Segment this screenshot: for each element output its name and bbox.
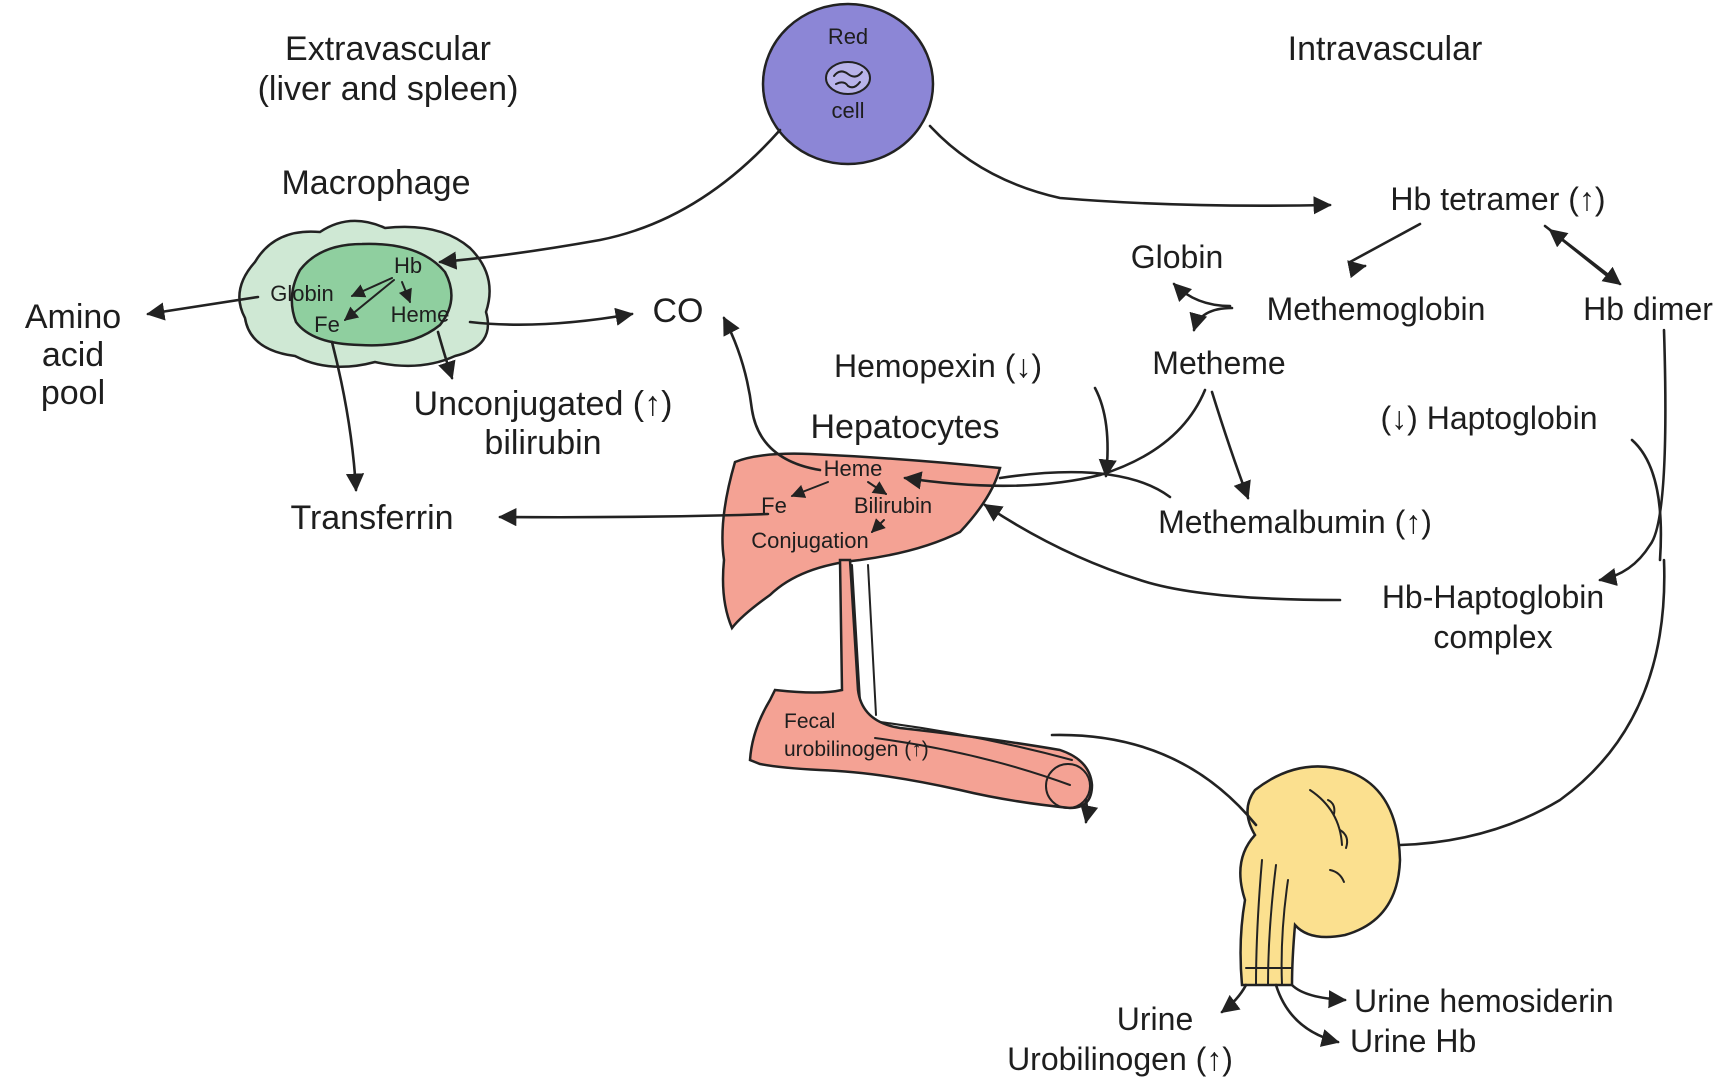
arrow-methemoglobin-globin: [1174, 284, 1230, 306]
hepatocytes-heme: Heme: [824, 456, 883, 481]
extravascular-label: Extravascular: [285, 30, 491, 68]
hepatocytes-title: Hepatocytes: [811, 408, 1000, 446]
unconjugated-bilirubin-2: bilirubin: [484, 424, 601, 462]
hb-tetramer-label: Hb tetramer (↑): [1390, 181, 1605, 217]
arrow-haptoglobin-complex: [1632, 440, 1661, 560]
hb-haptoglobin-complex-1: Hb-Haptoglobin: [1382, 579, 1604, 615]
kidney-shape: [1240, 766, 1400, 985]
haptoglobin-label: (↓) Haptoglobin: [1381, 400, 1598, 436]
red-cell: Red cell: [763, 4, 933, 164]
extravascular-sublabel: (liver and spleen): [258, 70, 519, 108]
globin-label: Globin: [1131, 239, 1224, 275]
macrophage-heme: Heme: [391, 302, 450, 327]
intravascular-label: Intravascular: [1288, 30, 1483, 68]
urine-urobilinogen-2: Urobilinogen (↑): [1007, 1041, 1233, 1077]
arrow-redcell-tetramer: [930, 126, 1330, 206]
fecal-urobilinogen-2: urobilinogen (↑): [784, 738, 929, 761]
hepatocytes-bilirubin: Bilirubin: [854, 493, 932, 518]
metheme-label: Metheme: [1152, 345, 1285, 381]
transferrin-label: Transferrin: [290, 499, 453, 537]
red-cell-label-2: cell: [831, 98, 864, 123]
urine-urobilinogen-1: Urine: [1117, 1001, 1193, 1037]
arrow-hepheme-co: [724, 318, 820, 470]
hb-haptoglobin-complex-2: complex: [1433, 619, 1552, 655]
fecal-urobilinogen-1: Fecal: [784, 710, 835, 733]
hemopexin-label: Hemopexin (↓): [834, 348, 1042, 384]
red-cell-label-1: Red: [828, 24, 868, 49]
arrow-hemopexin: [1095, 388, 1108, 476]
unconjugated-bilirubin-1: Unconjugated (↑): [414, 385, 673, 423]
urine-hemosiderin-label: Urine hemosiderin: [1354, 983, 1614, 1019]
methemoglobin-label: Methemoglobin: [1267, 291, 1486, 327]
arrow-metheme-methemalbumin: [1212, 392, 1248, 498]
methemalbumin-label: Methemalbumin (↑): [1158, 504, 1432, 540]
arrow-intestine-out: [1086, 800, 1087, 822]
arrow-tetramer-methemoglobin: [1350, 224, 1420, 267]
macrophage-hb: Hb: [394, 253, 422, 278]
macrophage-fe: Fe: [314, 312, 340, 337]
arrow-dimer-tetramer: [1550, 230, 1610, 278]
arrow-kidney-urobilinogen: [1222, 985, 1246, 1012]
macrophage-title: Macrophage: [281, 164, 470, 202]
macrophage-globin: Globin: [270, 281, 334, 306]
urine-hb-label: Urine Hb: [1350, 1023, 1476, 1059]
amino-acid-pool-3: pool: [41, 374, 105, 412]
arrow-methemoglobin-metheme: [1194, 308, 1232, 330]
amino-acid-pool-2: acid: [42, 336, 104, 374]
hb-dimer-label: Hb dimer: [1583, 291, 1713, 327]
co-label: CO: [653, 292, 704, 330]
arrow-redcell-macrophage: [440, 130, 780, 262]
arrow-kidney-hemosiderin: [1292, 985, 1345, 1000]
hepatocytes-conjugation: Conjugation: [751, 528, 868, 553]
amino-acid-pool-1: Amino: [25, 298, 121, 336]
arrow-dimer-complex: [1600, 330, 1665, 580]
arrow-heme-co: [470, 314, 632, 325]
